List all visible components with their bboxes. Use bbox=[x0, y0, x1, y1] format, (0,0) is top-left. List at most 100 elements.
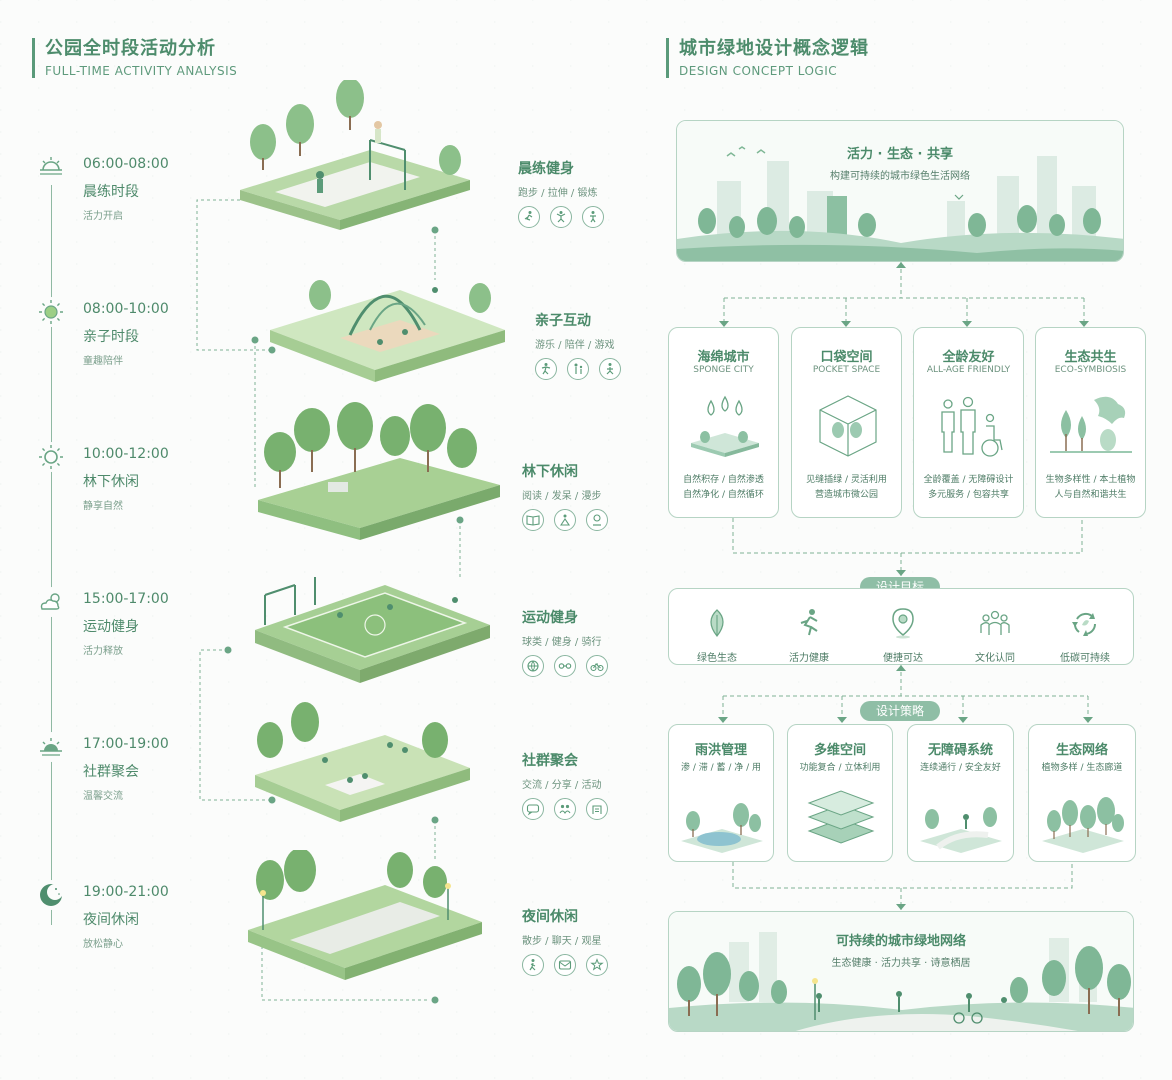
activity-sub: 散步 / 聊天 / 观星 bbox=[522, 936, 602, 947]
concept-en: ALL-AGE FRIENDLY bbox=[926, 365, 1011, 375]
time-range: 06:00-08:00 bbox=[83, 156, 169, 172]
concept-desc: 多元服务 / 包容共享 bbox=[928, 490, 1009, 500]
morning-exercise-scene bbox=[240, 80, 470, 230]
concept-en: ECO-SYMBIOSIS bbox=[1054, 365, 1127, 375]
hero-title: 活力 · 生态 · 共享 bbox=[847, 147, 953, 162]
time-desc: 放松静心 bbox=[83, 939, 123, 950]
activity-icons bbox=[518, 206, 604, 228]
concept-card-all-age: 全龄友好 ALL-AGE FRIENDLY 全龄覆盖 / 无障碍设计 多元服务 … bbox=[913, 327, 1024, 518]
time-desc: 活力释放 bbox=[83, 646, 123, 657]
sustainable-network-panel: 可持续的城市绿地网络 生态健康 · 活力共享 · 诗意栖居 bbox=[668, 911, 1134, 1032]
goal-item: 文化认同 bbox=[955, 607, 1035, 664]
sun-outline-icon bbox=[36, 442, 66, 472]
sports-scene bbox=[255, 577, 490, 683]
time-range: 10:00-12:00 bbox=[83, 446, 169, 462]
activity-icons bbox=[522, 798, 608, 820]
goal-label: 便捷可达 bbox=[883, 653, 923, 664]
activity-icons bbox=[522, 655, 608, 677]
activity-icons bbox=[522, 509, 608, 531]
strategy-desc: 植物多样 / 生态廊道 bbox=[1041, 763, 1123, 773]
concept-title: 口袋空间 bbox=[820, 350, 873, 365]
activity-sub: 交流 / 分享 / 活动 bbox=[522, 780, 602, 791]
right-subtitle: DESIGN CONCEPT LOGIC bbox=[679, 64, 838, 78]
time-name: 夜间休闲 bbox=[83, 912, 139, 928]
stargaze-icon bbox=[586, 954, 608, 976]
stroll-icon bbox=[586, 509, 608, 531]
strategy-title: 无障碍系统 bbox=[927, 743, 993, 758]
concept-desc: 营造城市微公园 bbox=[814, 490, 878, 500]
leaf-icon bbox=[710, 609, 724, 637]
bottom-subtitle: 生态健康 · 活力共享 · 诗意栖居 bbox=[831, 958, 971, 969]
time-range: 08:00-10:00 bbox=[83, 301, 169, 317]
cube-icon bbox=[819, 395, 877, 457]
concept-title: 全龄友好 bbox=[942, 350, 995, 365]
path-illustration bbox=[920, 807, 1002, 853]
forest-leisure-scene bbox=[258, 402, 500, 540]
goal-item: 绿色生态 bbox=[677, 607, 757, 664]
time-desc: 活力开启 bbox=[83, 211, 123, 222]
message-icon bbox=[554, 954, 576, 976]
group-icon bbox=[554, 798, 576, 820]
time-range: 17:00-19:00 bbox=[83, 736, 169, 752]
strategy-title: 雨洪管理 bbox=[694, 743, 747, 758]
activity-sub: 阅读 / 发呆 / 漫步 bbox=[522, 491, 602, 502]
concept-desc: 人与自然和谐共生 bbox=[1054, 490, 1127, 500]
timeline-line bbox=[51, 185, 52, 925]
right-title: 城市绿地设计概念逻辑 bbox=[679, 38, 869, 59]
chat-icon bbox=[522, 798, 544, 820]
goal-label: 低碳可持续 bbox=[1060, 653, 1110, 664]
stretch-icon bbox=[550, 206, 572, 228]
time-desc: 静享自然 bbox=[83, 501, 123, 512]
activity-label: 亲子互动 bbox=[535, 313, 591, 329]
activity-label: 夜间休闲 bbox=[522, 909, 578, 925]
people-icon bbox=[980, 610, 1010, 635]
goal-item: 便捷可达 bbox=[863, 607, 943, 664]
book-icon bbox=[522, 509, 544, 531]
activity-icons bbox=[522, 954, 608, 976]
goals-panel: 绿色生态 活力健康 便捷可达 文化认同 低碳可持续 bbox=[668, 588, 1134, 665]
forest-illustration bbox=[1042, 797, 1124, 853]
play-icon bbox=[535, 358, 557, 380]
scene-connectors bbox=[196, 199, 464, 1004]
activity-label: 晨练健身 bbox=[518, 161, 574, 177]
time-name: 运动健身 bbox=[83, 619, 139, 635]
time-range: 19:00-21:00 bbox=[83, 884, 169, 900]
runner-icon bbox=[518, 206, 540, 228]
workout-icon bbox=[582, 206, 604, 228]
skyline-illustration bbox=[677, 121, 1123, 261]
sunrise-icon bbox=[36, 152, 66, 182]
left-title: 公园全时段活动分析 bbox=[45, 38, 216, 59]
time-name: 亲子时段 bbox=[83, 329, 139, 345]
ball-icon bbox=[522, 655, 544, 677]
sunset-icon bbox=[36, 732, 66, 762]
goal-item: 低碳可持续 bbox=[1045, 607, 1125, 664]
activity-label: 运动健身 bbox=[522, 610, 578, 626]
right-header: 城市绿地设计概念逻辑 DESIGN CONCEPT LOGIC bbox=[666, 38, 869, 78]
logic-connectors bbox=[718, 262, 1093, 910]
concept-desc: 自然净化 / 自然循环 bbox=[683, 490, 764, 500]
pond-illustration bbox=[681, 803, 763, 853]
concept-desc: 见缝插绿 / 灵活利用 bbox=[806, 475, 887, 485]
pin-icon bbox=[892, 608, 914, 639]
hero-subtitle: 构建可持续的城市绿色生活网络 bbox=[830, 171, 970, 182]
concept-desc: 生物多样性 / 本土植物 bbox=[1045, 475, 1136, 485]
strategy-title: 生态网络 bbox=[1055, 743, 1108, 758]
strategy-card-accessibility: 无障碍系统 连续通行 / 安全友好 bbox=[907, 724, 1014, 862]
concept-title: 海绵城市 bbox=[697, 350, 750, 365]
bottom-title: 可持续的城市绿地网络 bbox=[835, 934, 966, 949]
time-name: 晨练时段 bbox=[83, 184, 139, 200]
bird-tree-icon bbox=[1050, 396, 1132, 453]
time-name: 林下休闲 bbox=[83, 474, 139, 490]
relax-icon bbox=[554, 509, 576, 531]
strategy-card-eco-network: 生态网络 植物多样 / 生态廊道 bbox=[1028, 724, 1136, 862]
game-icon bbox=[599, 358, 621, 380]
activity-label: 林下休闲 bbox=[522, 464, 578, 480]
time-name: 社群聚会 bbox=[83, 764, 139, 780]
hero-panel: 活力 · 生态 · 共享 构建可持续的城市绿色生活网络 bbox=[676, 120, 1124, 262]
concept-card-sponge-city: 海绵城市 SPONGE CITY 自然积存 / 自然渗透 自然净化 / 自然循环 bbox=[668, 327, 779, 518]
concept-title: 生态共生 bbox=[1064, 350, 1117, 365]
time-range: 15:00-17:00 bbox=[83, 591, 169, 607]
activity-sub: 球类 / 健身 / 骑行 bbox=[522, 637, 602, 648]
companion-icon bbox=[567, 358, 589, 380]
activity-label: 社群聚会 bbox=[522, 753, 578, 769]
